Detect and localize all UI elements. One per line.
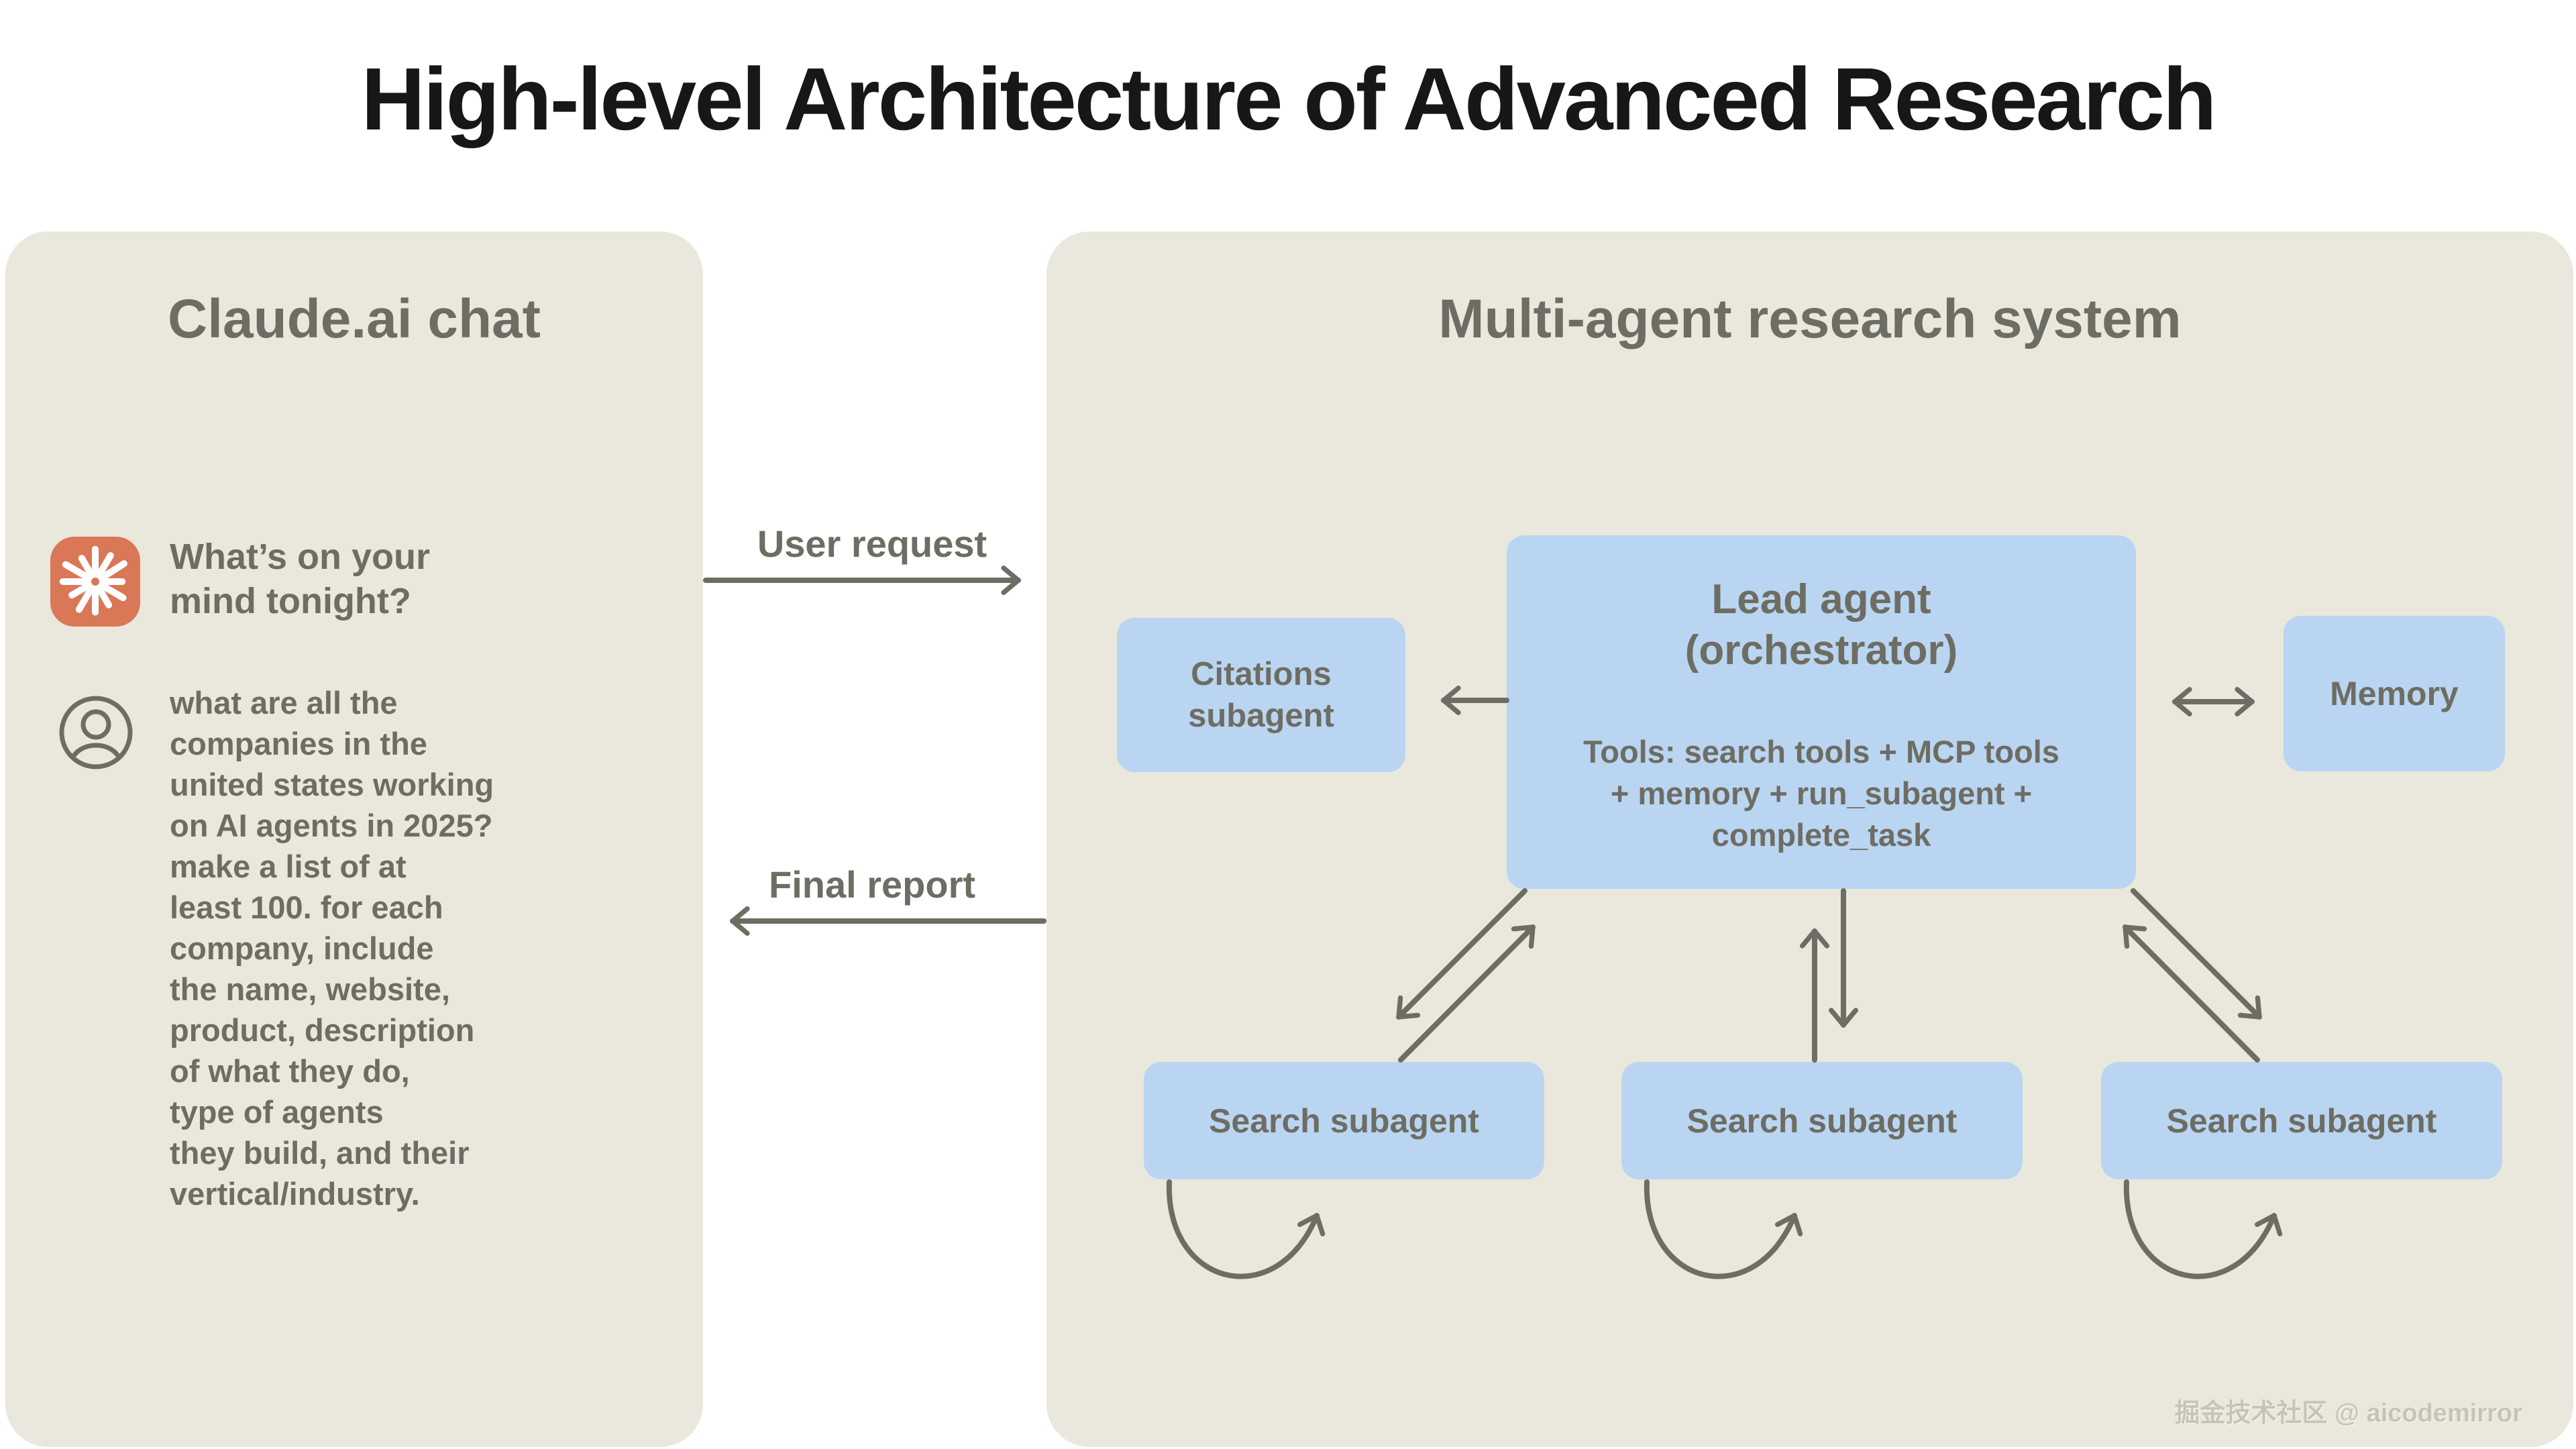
memory-box: Memory <box>2284 616 2505 771</box>
lead-agent-box: Lead agent (orchestrator) Tools: search … <box>1507 535 2136 889</box>
final-report-label: Final report <box>768 863 976 906</box>
multi-agent-system-panel: Multi-agent research system Lead agent (… <box>1046 231 2573 1447</box>
search-subagent-box-2: Search subagent <box>1621 1062 2023 1179</box>
claude-spark-icon <box>59 545 127 616</box>
lead-agent-tools: Tools: search tools + MCP tools + memory… <box>1583 734 2059 853</box>
citations-subagent-box: Citations subagent <box>1117 618 1405 772</box>
prompt-heading: What’s on your mind tonight? <box>170 537 430 621</box>
multi-agent-heading: Multi-agent research system <box>1438 288 2182 350</box>
user-query-text: what are all the companies in the united… <box>170 685 494 1212</box>
page-title: High-level Architecture of Advanced Rese… <box>361 50 2216 148</box>
user-avatar-icon <box>58 694 134 771</box>
search-subagent-box-1: Search subagent <box>1144 1062 1544 1179</box>
lead-agent-title: Lead agent (orchestrator) <box>1684 576 1958 674</box>
claude-chat-panel: Claude.ai chat What’s on your mind tonig… <box>5 231 703 1447</box>
search-subagent-box-3: Search subagent <box>2101 1062 2502 1179</box>
watermark: 掘金技术社区 @ aicodemirror <box>2174 1399 2522 1428</box>
claude-logo-icon <box>50 537 140 627</box>
user-request-label: User request <box>757 523 987 565</box>
claude-chat-heading: Claude.ai chat <box>168 288 541 350</box>
